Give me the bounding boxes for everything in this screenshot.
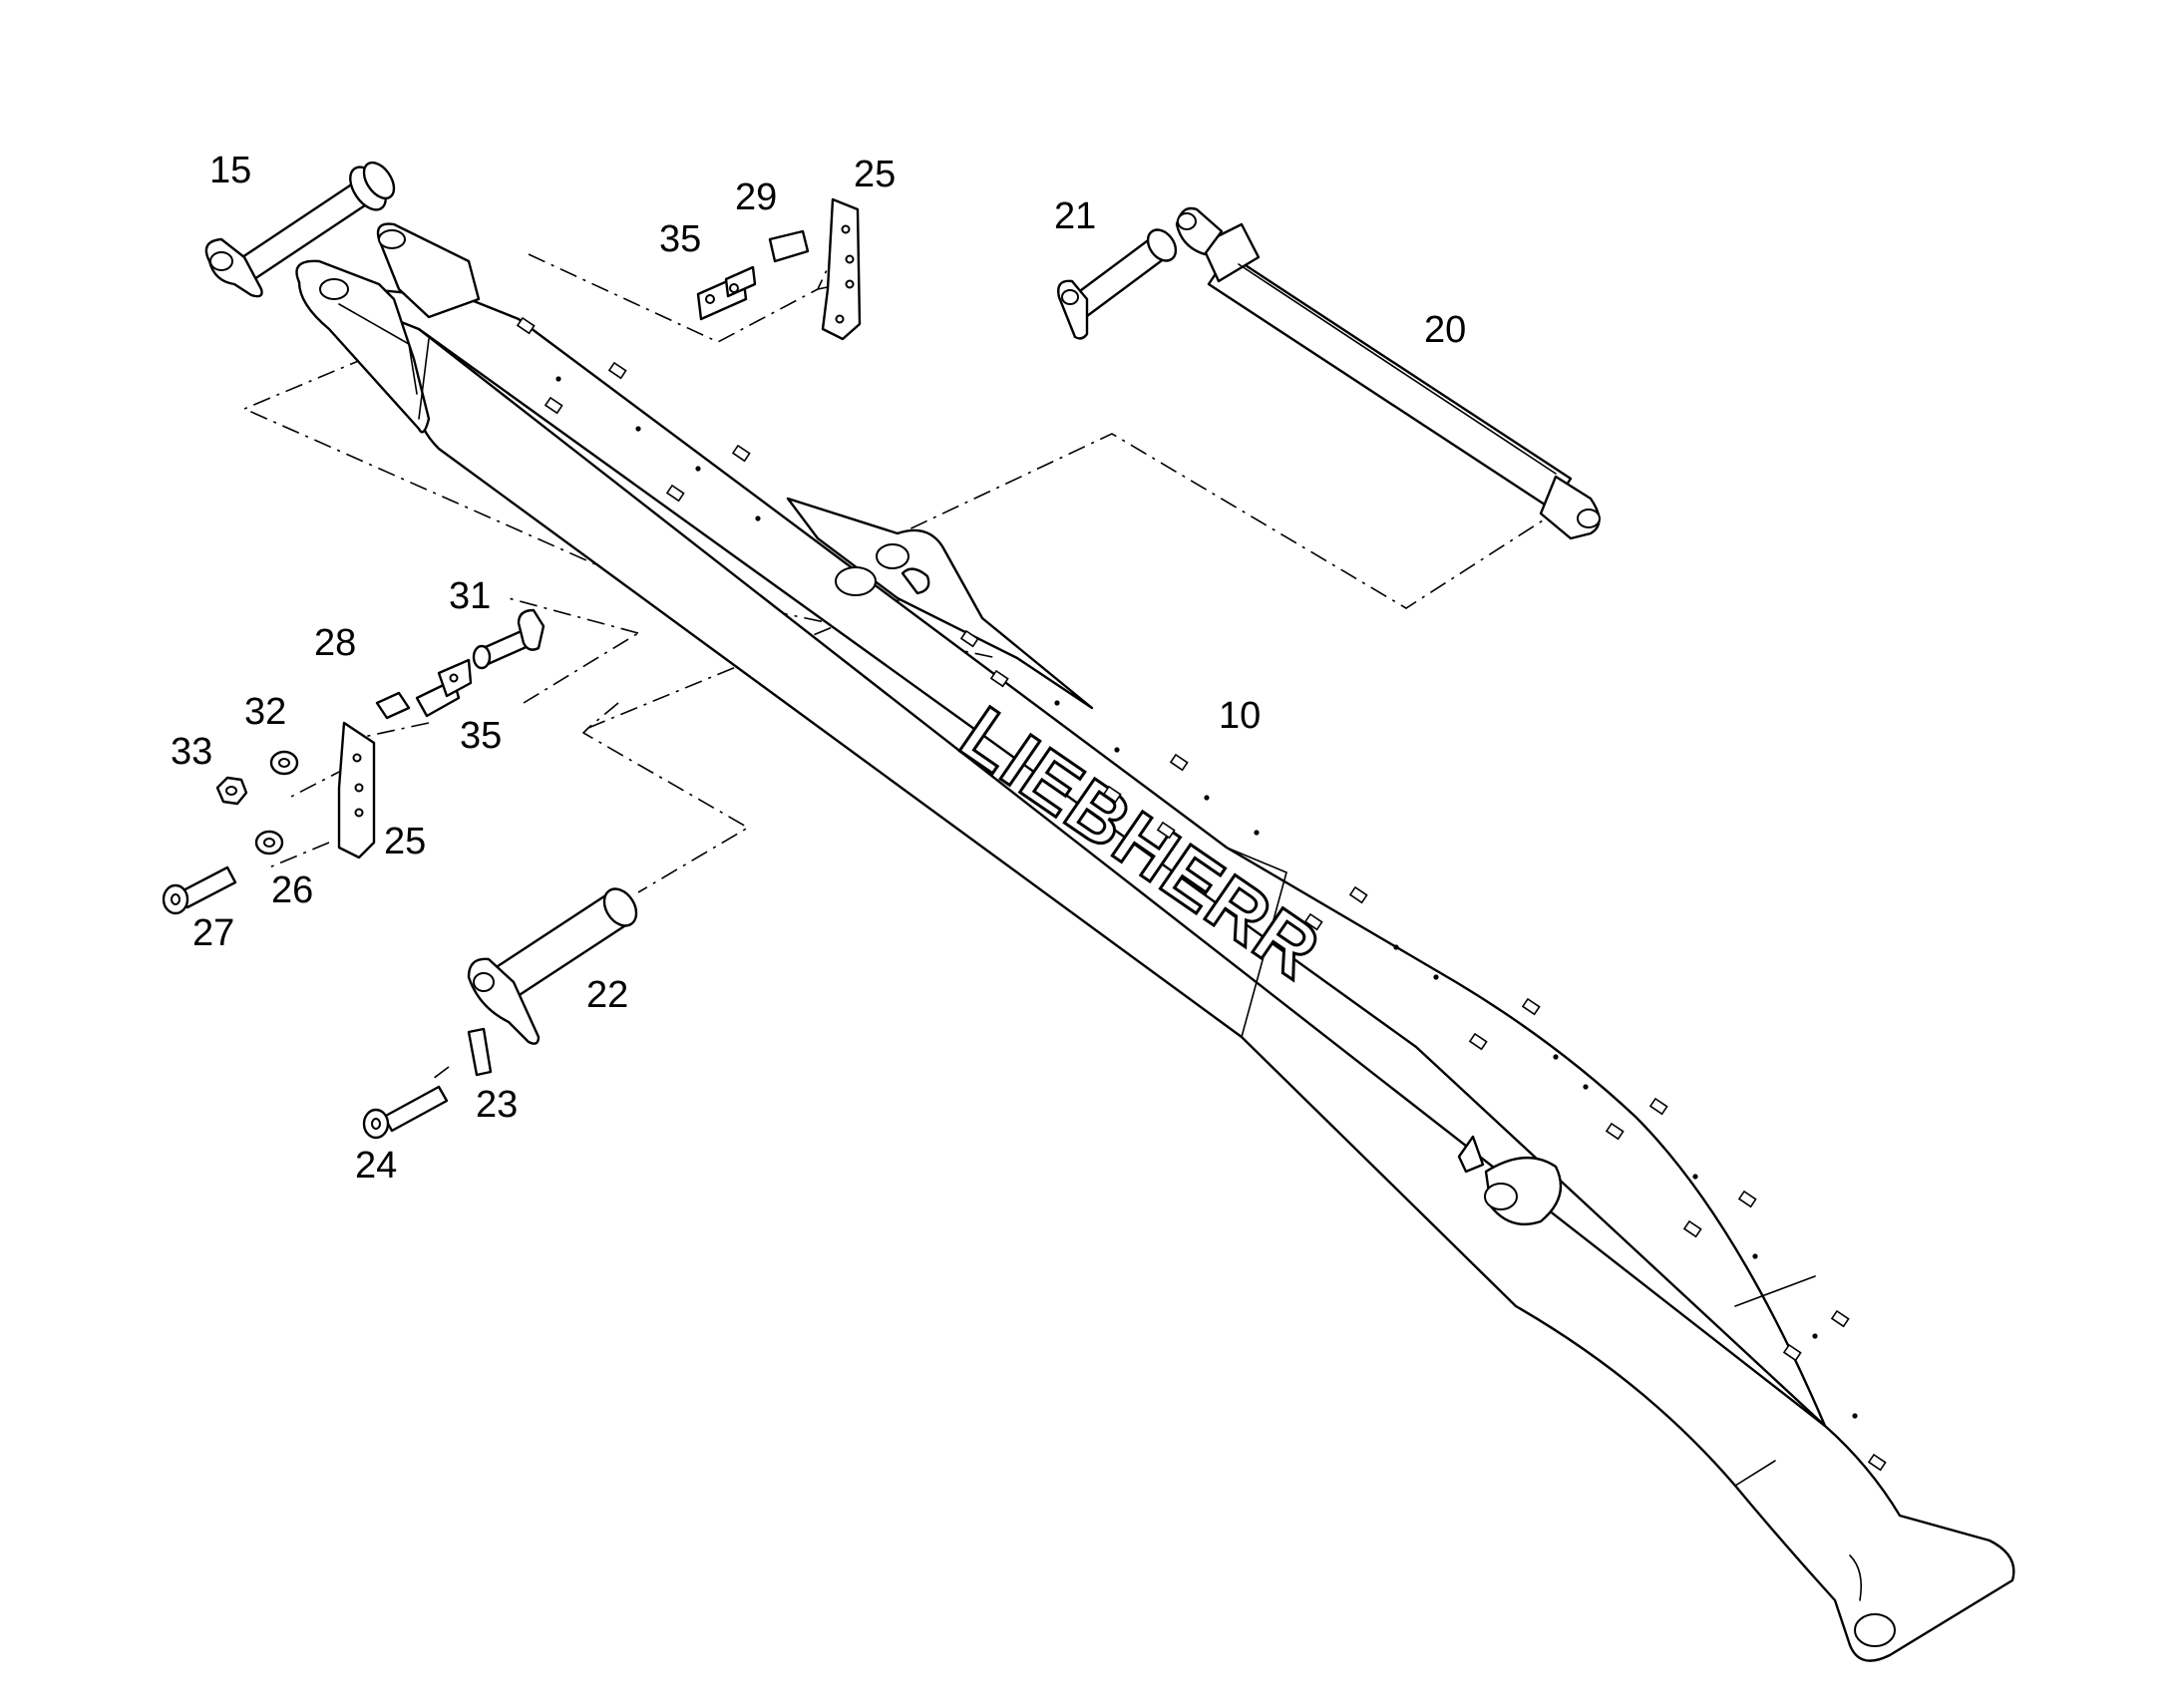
plate-23 — [467, 1027, 493, 1077]
callout-23: 23 — [476, 1084, 518, 1126]
callout-31: 31 — [449, 575, 491, 617]
pin-15 — [204, 161, 396, 298]
upper-plate-group — [696, 197, 862, 341]
callout-28: 28 — [314, 622, 356, 664]
callout-21: 21 — [1054, 195, 1096, 237]
plate-25-lower — [337, 721, 376, 859]
callout-15: 15 — [209, 150, 251, 191]
pin-21 — [1057, 228, 1178, 340]
callout-25-upper: 25 — [854, 154, 896, 195]
callout-27: 27 — [192, 912, 234, 954]
hydraulic-cylinder-20 — [1175, 206, 1601, 540]
bolt-27 — [162, 865, 237, 915]
callout-22: 22 — [586, 974, 628, 1016]
callout-35-upper: 35 — [659, 218, 701, 260]
callout-20: 20 — [1424, 309, 1466, 351]
callout-25-lower: 25 — [384, 821, 426, 862]
boom-surface-details — [516, 316, 1887, 1472]
callout-33: 33 — [171, 731, 212, 773]
lower-plate-group — [375, 658, 473, 720]
callout-24: 24 — [355, 1145, 397, 1187]
bolt-24 — [362, 1085, 449, 1140]
nut-33 — [215, 776, 248, 806]
callout-35-lower: 35 — [460, 715, 502, 757]
callout-10: 10 — [1219, 695, 1261, 737]
callout-32: 32 — [244, 691, 286, 733]
assembly-leader-lines — [179, 253, 1547, 1083]
bolt-31 — [472, 608, 545, 670]
washer-26 — [254, 830, 284, 855]
callout-26: 26 — [271, 869, 313, 911]
callout-labels: 15 35 29 25 21 20 31 28 32 35 33 25 26 2… — [171, 150, 1466, 1187]
washer-32 — [269, 750, 299, 776]
callout-29: 29 — [735, 176, 777, 218]
pin-22 — [467, 887, 638, 1045]
